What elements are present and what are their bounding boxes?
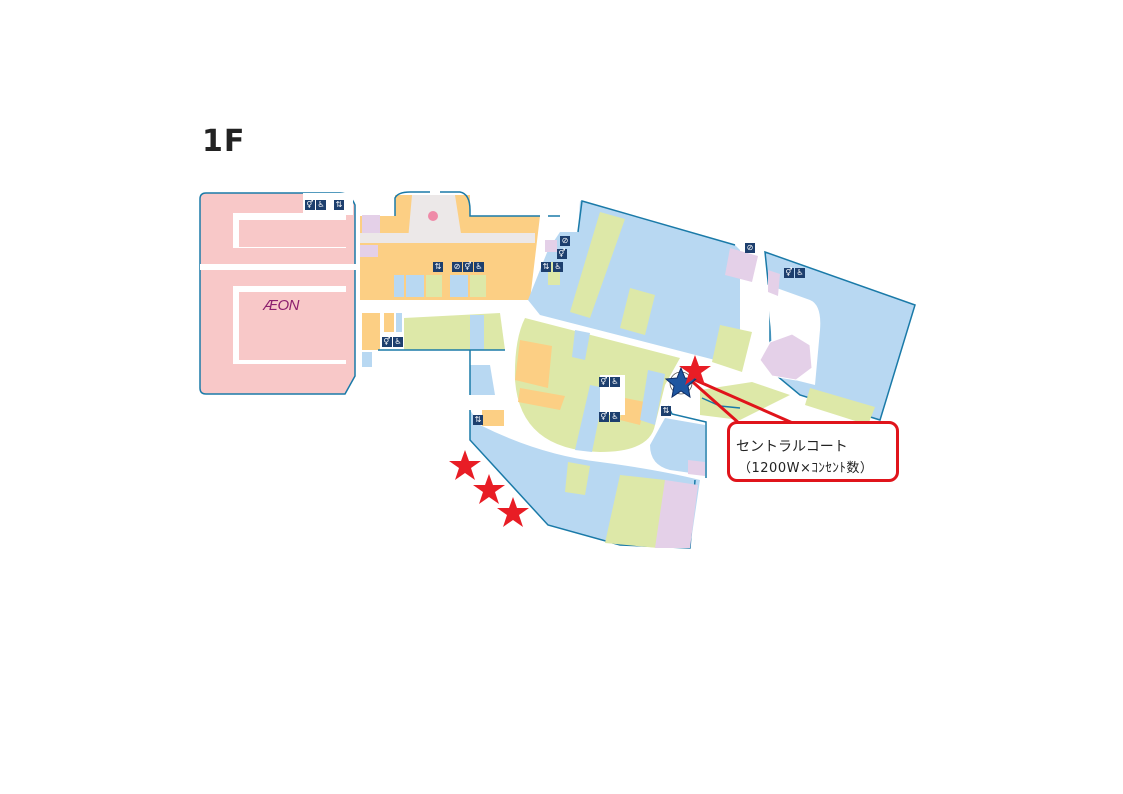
restroom-icon[interactable]: ⚥ — [784, 268, 794, 278]
central-court-callout: セントラルコート （1200W×ｺﾝｾﾝﾄ数） — [727, 421, 899, 482]
nursery-icon[interactable]: ⊘ — [745, 243, 755, 253]
red-star-central-court[interactable] — [679, 355, 711, 385]
west-mall-block[interactable] — [360, 191, 540, 310]
elevator-icon[interactable]: ⇅ — [334, 200, 344, 210]
accessible-icon[interactable]: ♿ — [610, 412, 620, 422]
elevator-icon[interactable]: ⇅ — [661, 406, 671, 416]
restroom-icon[interactable]: ⚥ — [463, 262, 473, 272]
restroom-icon[interactable]: ⚥ — [599, 377, 609, 387]
restroom-icon[interactable]: ⚥ — [599, 412, 609, 422]
floor-label: 1F — [202, 124, 246, 159]
accessible-icon[interactable]: ♿ — [474, 262, 484, 272]
central-court-block[interactable] — [514, 318, 680, 452]
restroom-icon[interactable]: ⚥ — [382, 337, 392, 347]
elevator-icon[interactable]: ⇅ — [541, 262, 551, 272]
accessible-icon[interactable]: ♿ — [316, 200, 326, 210]
aeon-anchor-area[interactable] — [199, 192, 360, 395]
south-block[interactable] — [469, 350, 700, 549]
east-block[interactable] — [759, 250, 916, 425]
elevator-icon[interactable]: ⇅ — [473, 415, 483, 425]
restroom-icon[interactable]: ⚥ — [557, 249, 567, 259]
blue-star-marker[interactable] — [664, 366, 698, 399]
accessible-icon[interactable]: ♿ — [393, 337, 403, 347]
restroom-icon[interactable]: ⚥ — [305, 200, 315, 210]
aeon-logo: ÆON — [263, 297, 300, 314]
elevator-icon[interactable]: ⇅ — [433, 262, 443, 272]
accessible-icon[interactable]: ♿ — [610, 377, 620, 387]
north-east-block[interactable] — [528, 200, 758, 372]
accessible-icon[interactable]: ♿ — [795, 268, 805, 278]
nursery-icon[interactable]: ⊘ — [452, 262, 462, 272]
accessible-icon[interactable]: ♿ — [553, 262, 563, 272]
red-star-south-3[interactable] — [497, 497, 529, 527]
callout-detail: （1200W×ｺﾝｾﾝﾄ数） — [738, 461, 874, 476]
nursery-icon[interactable]: ⊘ — [560, 236, 570, 246]
red-star-south-1[interactable] — [449, 450, 481, 480]
west-lower-strip[interactable] — [362, 313, 505, 367]
callout-title: セントラルコート — [736, 439, 848, 455]
red-star-south-2[interactable] — [473, 474, 505, 504]
